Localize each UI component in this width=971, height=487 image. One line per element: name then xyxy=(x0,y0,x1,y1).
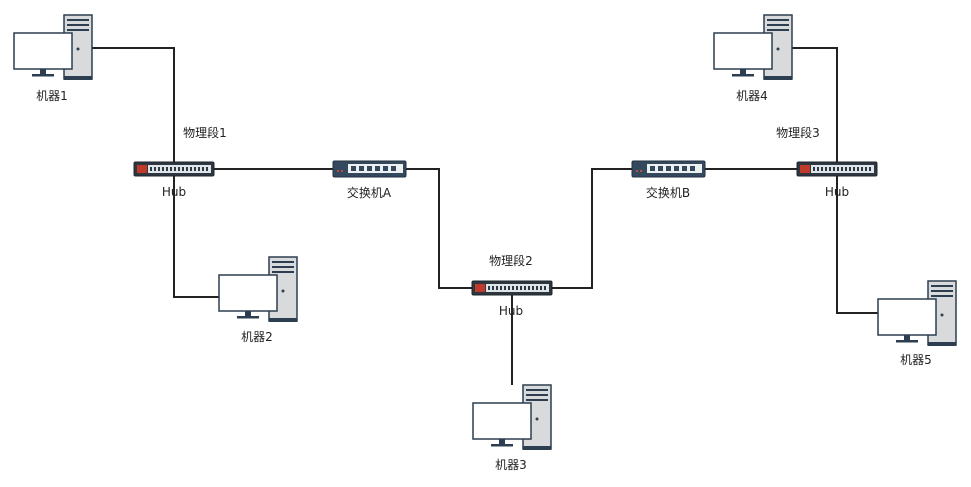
machine-1-icon xyxy=(13,14,93,81)
machine-5-label: 机器5 xyxy=(900,353,932,367)
switch-a-icon xyxy=(332,160,407,178)
hub-2-icon xyxy=(471,280,553,296)
machine-3-label: 机器3 xyxy=(495,458,527,472)
hub-2-label: Hub xyxy=(498,304,524,318)
segment-1-label: 物理段1 xyxy=(183,126,227,140)
switch-a-label: 交换机A xyxy=(346,186,392,200)
switch-b-icon xyxy=(631,160,706,178)
machine-4-icon xyxy=(713,14,793,81)
machine-1-label: 机器1 xyxy=(36,89,68,103)
machine-5-icon xyxy=(877,280,957,347)
link-hub1-m2 xyxy=(173,176,220,298)
hub-1-icon xyxy=(133,161,215,177)
link-hub3-m4 xyxy=(792,47,838,162)
machine-4-label: 机器4 xyxy=(736,89,768,103)
link-hub2-swB xyxy=(552,168,632,289)
switch-b-label: 交换机B xyxy=(645,186,691,200)
hub-1-label: Hub xyxy=(161,185,187,199)
hub-3-label: Hub xyxy=(824,185,850,199)
machine-2-label: 机器2 xyxy=(241,330,273,344)
hub-3-icon xyxy=(796,161,878,177)
link-hub3-m5 xyxy=(836,176,879,314)
machine-2-icon xyxy=(218,256,298,323)
machine-3-icon xyxy=(472,384,552,451)
segment-3-label: 物理段3 xyxy=(776,126,820,140)
segment-2-label: 物理段2 xyxy=(489,254,533,268)
link-swA-hub2 xyxy=(406,168,472,289)
link-m1-hub1 xyxy=(92,47,175,162)
